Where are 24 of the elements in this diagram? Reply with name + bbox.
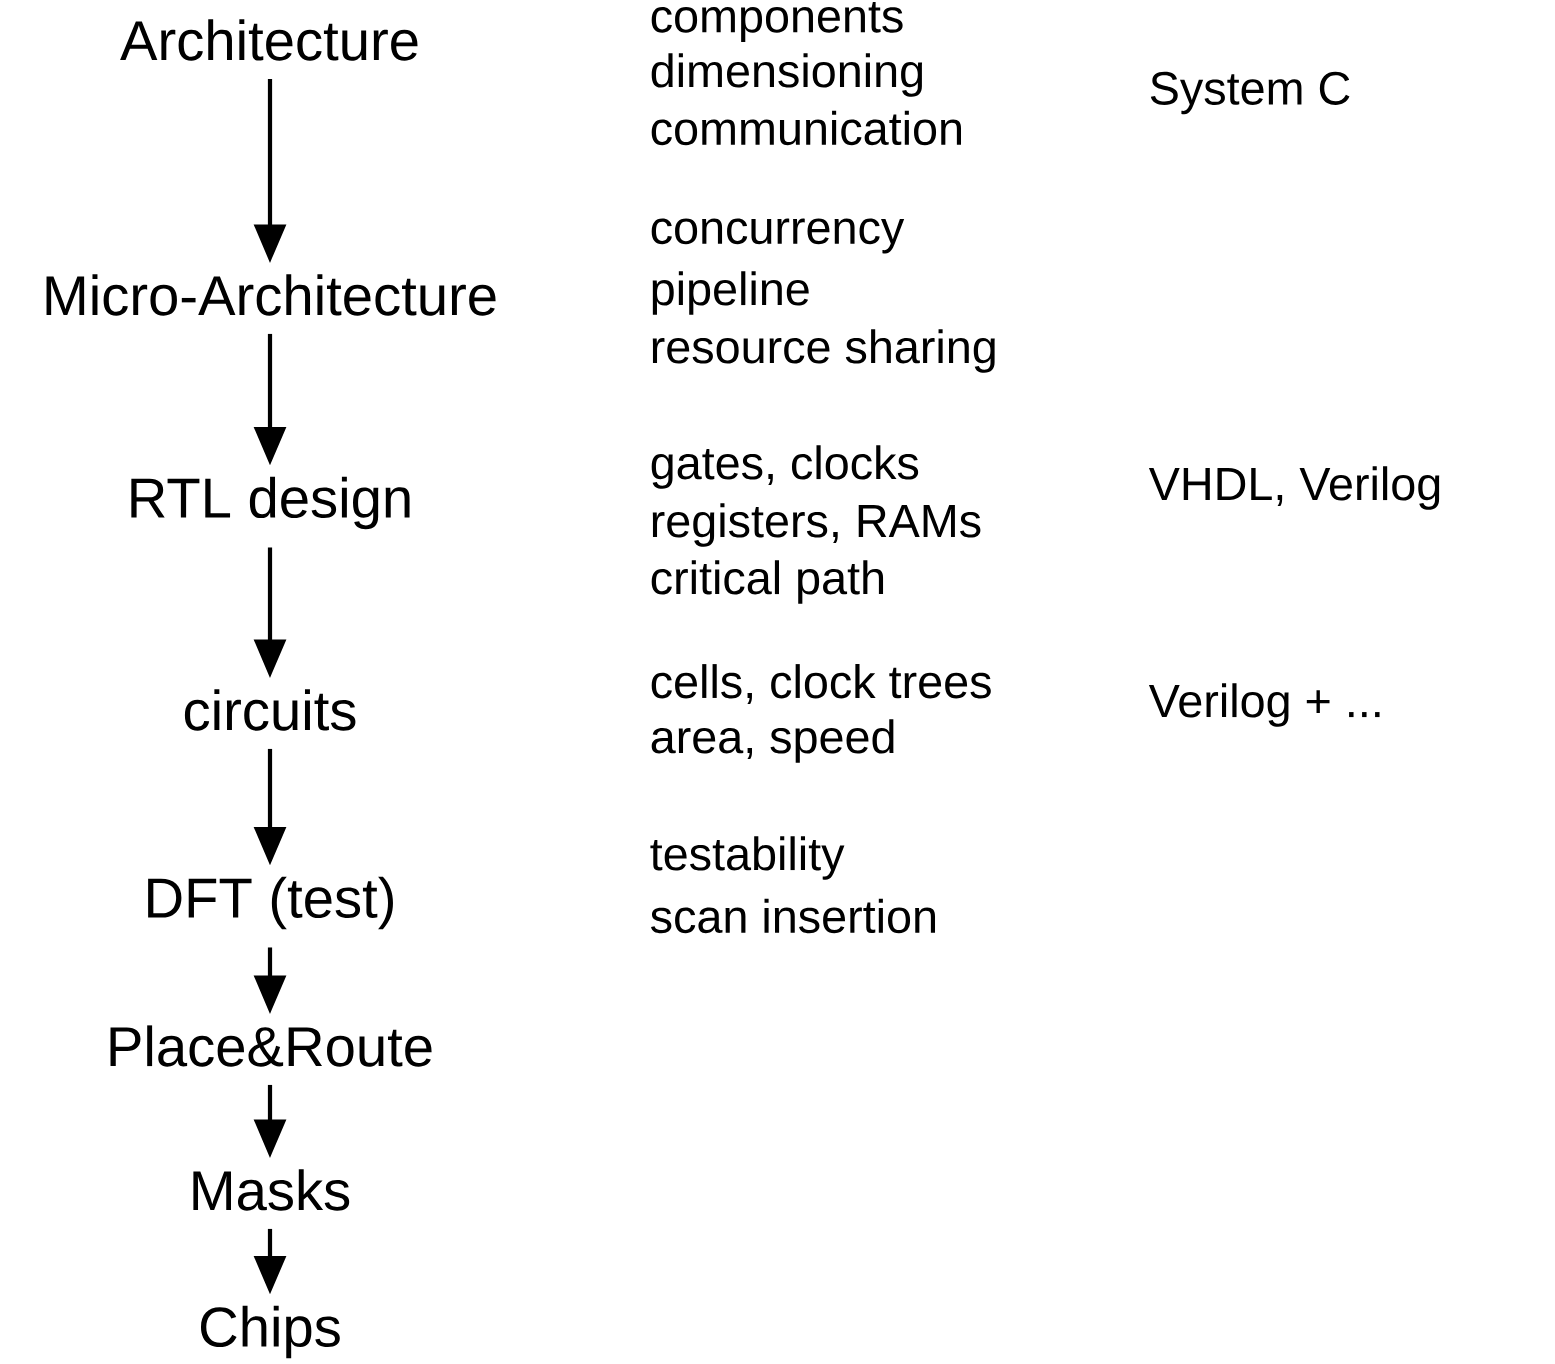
- feature-label: pipeline: [652, 271, 809, 315]
- feature-label: scan insertion: [651, 898, 935, 934]
- feature-label: cells, clock trees: [651, 664, 991, 704]
- feature-label: critical path: [651, 560, 884, 604]
- tool-label: VHDL, Verilog: [1148, 466, 1440, 510]
- tool-label: Verilog + ...: [1148, 683, 1380, 727]
- tool-label: System C: [1150, 71, 1350, 115]
- stage-label: Masks: [193, 1169, 350, 1211]
- stage-label: Chips: [201, 1305, 340, 1359]
- feature-label: resource sharing: [652, 329, 995, 373]
- stage-label: Place&Route: [110, 1025, 432, 1067]
- feature-label: gates, clocks: [651, 445, 919, 489]
- stage-label: RTL design: [131, 476, 410, 530]
- feature-label: dimensioning: [651, 53, 923, 97]
- stage-label: Architecture: [120, 19, 418, 61]
- feature-label: concurrency: [651, 218, 905, 254]
- feature-label: area, speed: [651, 719, 894, 763]
- stage-label: DFT (test): [148, 876, 393, 930]
- feature-label: components: [651, 2, 903, 42]
- feature-label: testability: [650, 836, 845, 880]
- stage-label: Micro-Architecture: [46, 274, 496, 316]
- feature-label: communication: [651, 110, 961, 146]
- feature-label: registers, RAMs: [652, 503, 981, 547]
- stage-label: circuits: [184, 689, 356, 731]
